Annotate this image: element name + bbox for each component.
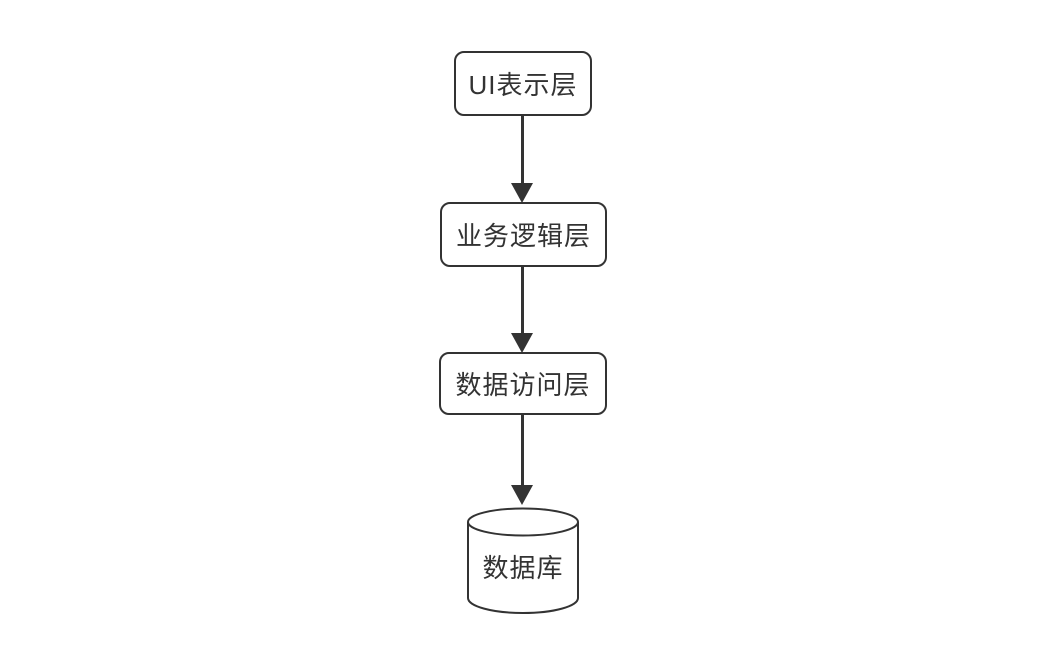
arrow-line [520,267,524,333]
node-label: 业务逻辑层 [455,221,591,251]
node-database-cylinder: 数据库 [467,507,579,614]
arrow-head-icon [511,333,533,353]
arrow-head-icon [511,485,533,505]
database-cylinder-icon [467,507,579,614]
arrow-line [520,415,524,485]
arrow-head-icon [511,183,533,203]
arrow-line [520,116,524,183]
arrow-business-logic-to-data-access [511,267,533,353]
node-label: UI表示层 [468,70,578,100]
node-label: 数据访问层 [455,370,591,400]
node-label: 数据库 [482,552,564,583]
node-ui-presentation-layer: UI表示层 [454,51,592,116]
node-data-access-layer: 数据访问层 [439,352,607,415]
arrow-data-access-to-database [511,415,533,505]
node-business-logic-layer: 业务逻辑层 [440,202,607,267]
arrow-ui-to-business-logic [511,116,533,203]
